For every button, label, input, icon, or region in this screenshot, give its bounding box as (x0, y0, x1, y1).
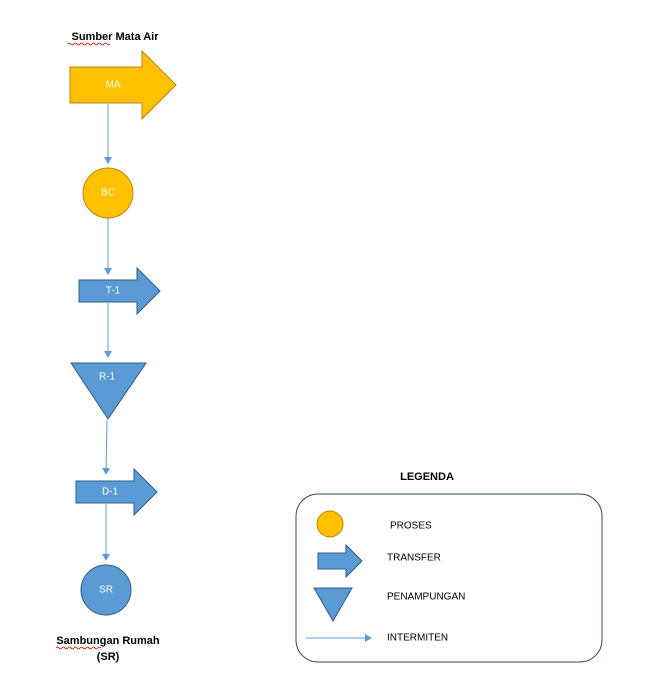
d1-label: D-1 (102, 487, 119, 498)
legend-title: LEGENDA (400, 471, 454, 483)
end-label-line1: Sambungan Rumah (56, 635, 160, 647)
ma-label: MA (106, 80, 121, 91)
ma-transfer-arrow (69, 49, 177, 121)
legend-penampungan-icon (313, 587, 353, 623)
source-label: Sumber Mata Air (71, 31, 159, 43)
bc-label: BC (101, 188, 115, 199)
r1-storage-triangle (70, 362, 147, 420)
d1-transfer-arrow (75, 467, 158, 517)
t1-label: T-1 (106, 286, 121, 297)
sr-label: SR (99, 585, 113, 596)
legend-proses-label: PROSES (390, 521, 432, 532)
legend-transfer-label: TRANSFER (387, 553, 441, 564)
legend-intermiten-label: INTERMITEN (387, 633, 448, 644)
connector-r1-d1 (102, 419, 111, 475)
legend-proses-icon (316, 510, 344, 538)
spellcheck-underline (67, 42, 111, 46)
t1-transfer-arrow (78, 266, 161, 316)
legend-transfer-icon (317, 543, 363, 579)
end-label-line2: (SR) (97, 651, 120, 663)
sr-process-circle (80, 564, 132, 616)
spellcheck-underline (55, 646, 102, 650)
r1-label: R-1 (99, 372, 116, 383)
legend-box (295, 493, 603, 663)
legend-penampungan-label: PENAMPUNGAN (387, 592, 465, 603)
